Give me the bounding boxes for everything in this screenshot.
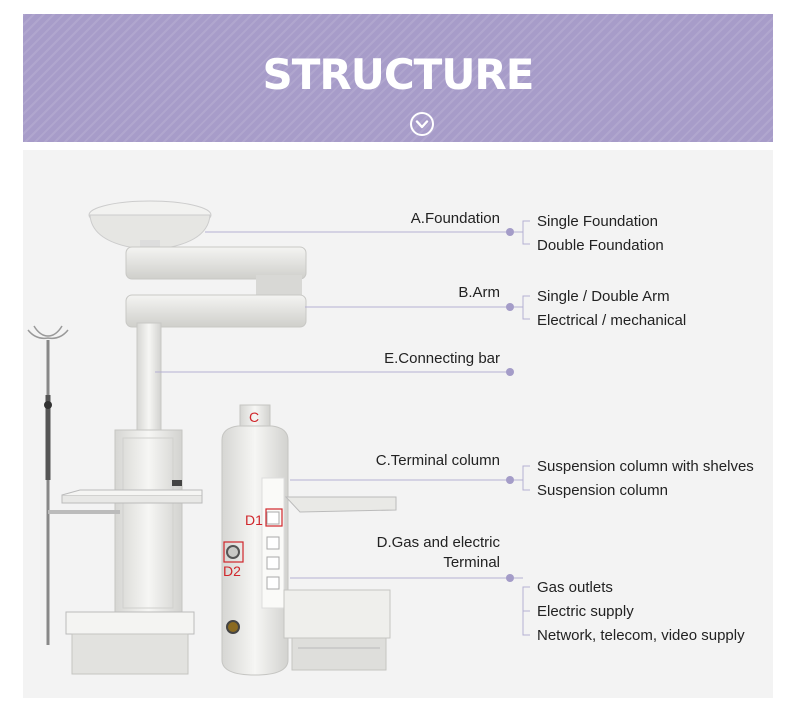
header-banner: STRUCTURE [23,14,773,142]
label-foundation: A.Foundation [411,210,500,227]
option-foundation-0: Single Foundation [537,213,658,230]
option-gas-electric-1: Electric supply [537,603,634,620]
marker-d2-box [223,541,244,563]
marker-c-label: C [249,409,259,425]
marker-d1-label: D1 [245,512,263,528]
option-arm-1: Electrical / mechanical [537,312,686,329]
label-terminal-column: C.Terminal column [376,452,500,469]
marker-d2-label: D2 [223,563,241,579]
banner-title: STRUCTURE [262,50,535,99]
option-arm-0: Single / Double Arm [537,288,670,305]
label-connecting-bar: E.Connecting bar [384,350,500,367]
option-foundation-1: Double Foundation [537,237,664,254]
option-gas-electric-2: Network, telecom, video supply [537,627,745,644]
option-terminal-column-0: Suspension column with shelves [537,458,754,475]
option-terminal-column-1: Suspension column [537,482,668,499]
marker-d1-box [265,508,283,527]
label-gas-electric-2: Terminal [443,554,500,571]
chevron-down-circle-icon[interactable] [409,111,435,137]
option-gas-electric-0: Gas outlets [537,579,613,596]
leader-lines [155,231,510,579]
leader-dots [506,228,514,582]
option-brackets [514,220,530,636]
label-gas-electric-1: D.Gas and electric [377,534,501,551]
pendant-illustration [27,200,397,676]
label-arm: B.Arm [458,284,500,301]
